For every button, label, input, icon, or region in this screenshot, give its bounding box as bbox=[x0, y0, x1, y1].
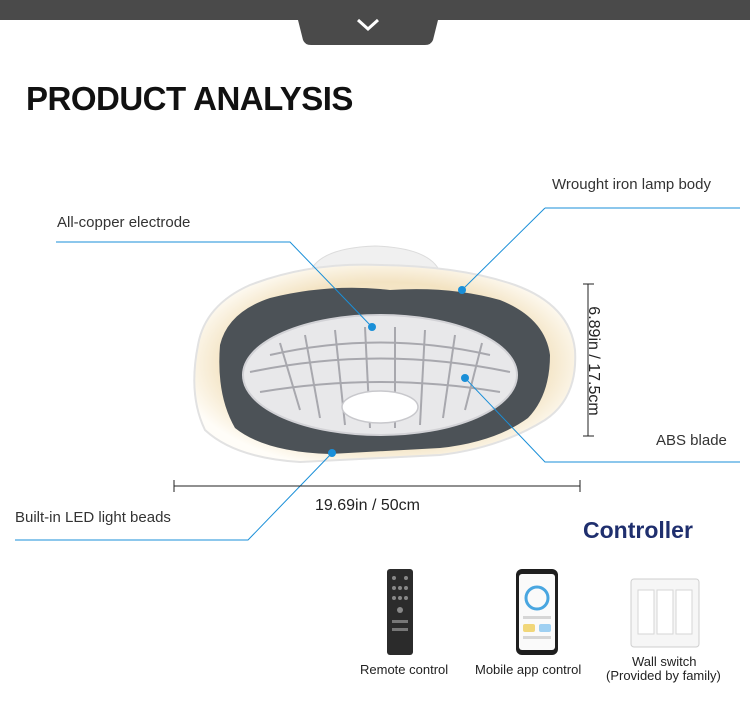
page-title: PRODUCT ANALYSIS bbox=[26, 80, 353, 117]
top-tab[interactable] bbox=[293, 0, 443, 45]
controller-title: Controller bbox=[583, 517, 693, 543]
callout-blade: ABS blade bbox=[656, 432, 727, 449]
wall-switch-note: (Provided by family) bbox=[606, 668, 721, 683]
height-dimension: 6.89in / 17.5cm bbox=[585, 306, 602, 416]
center-light bbox=[341, 390, 419, 424]
callout-electrode: All-copper electrode bbox=[57, 214, 191, 231]
fan-cage bbox=[242, 314, 518, 436]
remote-control-icon bbox=[387, 569, 413, 655]
callout-led: Built-in LED light beads bbox=[15, 509, 171, 526]
mobile-app-label: Mobile app control bbox=[475, 662, 582, 677]
width-dimension: 19.69in / 50cm bbox=[315, 497, 420, 514]
smartphone-icon bbox=[516, 569, 558, 655]
remote-control-label: Remote control bbox=[360, 662, 449, 677]
callout-lamp-body: Wrought iron lamp body bbox=[552, 176, 711, 193]
chevron-down-icon bbox=[356, 18, 380, 32]
wall-switch-label: Wall switch bbox=[632, 654, 697, 669]
wall-switch-icon bbox=[630, 578, 700, 648]
